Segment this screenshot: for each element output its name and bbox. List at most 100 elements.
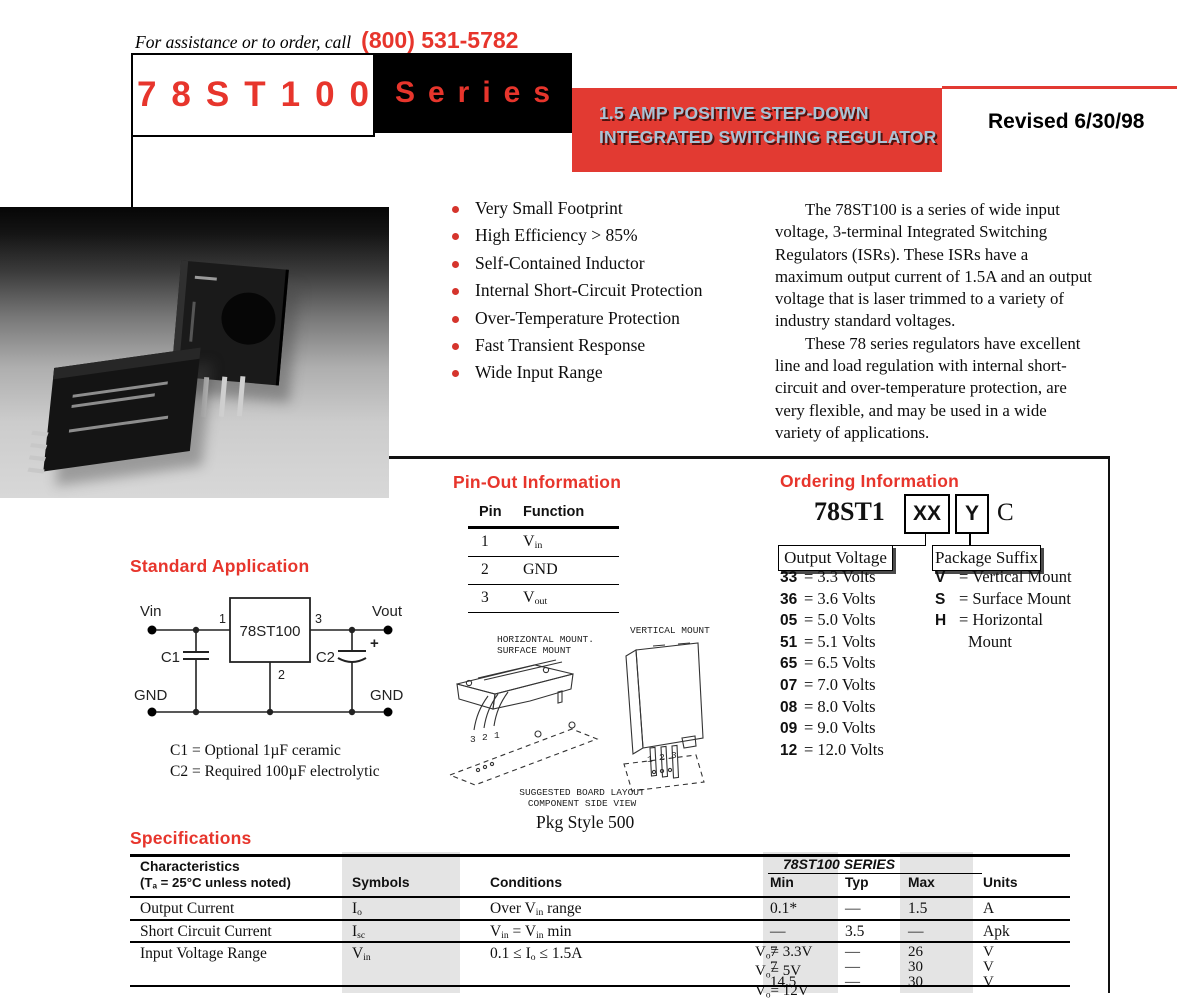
- section-frame-top: [389, 456, 1110, 459]
- plus-sign: +: [370, 635, 379, 652]
- units-header: Units: [983, 875, 1018, 890]
- voltage-option: 65= 6.5 Volts: [780, 653, 876, 673]
- voltage-option: 36= 3.6 Volts: [780, 588, 876, 608]
- function-col-header: Function: [523, 504, 585, 520]
- header-rule: [942, 86, 1177, 89]
- description: The 78ST100 is a series of wide input vo…: [775, 199, 1095, 444]
- package-drawings: HORIZONTAL MOUNT. SURFACE MOUNT VERTICAL…: [448, 625, 710, 809]
- svg-text:2: 2: [659, 752, 665, 763]
- package-style-label: Pkg Style 500: [536, 812, 635, 832]
- feature-item: Self-Contained Inductor: [452, 253, 762, 274]
- electrolytic-cap-plate: [337, 657, 367, 663]
- bullet-icon: [452, 370, 459, 378]
- feature-item: Over-Temperature Protection: [452, 308, 762, 329]
- svg-text:1: 1: [494, 730, 500, 741]
- suffix-option-cont: Mount: [968, 631, 1013, 651]
- feature-item: Wide Input Range: [452, 362, 762, 383]
- voltage-option: 12= 12.0 Volts: [780, 739, 884, 759]
- module-pin: [30, 442, 48, 449]
- vmount-pin: [671, 744, 680, 779]
- voltage-option: 05= 5.0 Volts: [780, 610, 876, 630]
- horizontal-mount-label: HORIZONTAL MOUNT.: [497, 634, 594, 645]
- ordering-heading: Ordering Information: [780, 471, 959, 491]
- module-pin: [236, 376, 246, 417]
- page-title: 78ST100: [136, 75, 385, 114]
- assistance-text: For assistance or to order, call: [135, 32, 352, 52]
- gnd-right-label: GND: [370, 687, 404, 704]
- gnd-left-label: GND: [134, 687, 168, 704]
- characteristics-header: Characteristics: [140, 859, 240, 874]
- vmount-pin: [660, 745, 669, 778]
- output-voltage-tag: Output Voltage: [778, 545, 893, 571]
- module-pin: [27, 467, 45, 474]
- vmount-front-face: [635, 642, 704, 749]
- part-number-prefix: 78ST1: [814, 497, 885, 526]
- part-number-suffix-box: Y: [955, 494, 989, 534]
- suffix-option: S= Surface Mount: [935, 588, 1071, 608]
- svg-text:1: 1: [647, 754, 653, 765]
- min-header: Min: [770, 875, 794, 890]
- suffix-connector-line: [969, 532, 971, 545]
- module-pin: [200, 376, 210, 418]
- vmount-board-outline: [623, 754, 705, 792]
- spec-row-condition: 0.1 ≤ Io ≤ 1.5A: [490, 945, 583, 963]
- revision-date: Revised 6/30/98: [988, 110, 1145, 133]
- typ-values: ———: [845, 944, 860, 990]
- c1-label: C1: [161, 649, 180, 666]
- c1-note: C1 = Optional 1µF ceramic: [170, 742, 341, 759]
- capacitor-notes: C1 = Optional 1µF ceramic C2 = Required …: [170, 741, 380, 782]
- max-column-band: [900, 852, 973, 993]
- assistance-line: For assistance or to order, call (800) 5…: [135, 27, 518, 54]
- subtitle-line-1: 1.5 AMP POSITIVE STEP-DOWN: [599, 103, 869, 123]
- module-pin: [28, 455, 46, 462]
- vertical-mount-label: VERTICAL MOUNT: [630, 625, 710, 636]
- surface-mount-label: SURFACE MOUNT: [497, 645, 571, 656]
- vout-label: Vout: [372, 603, 403, 620]
- standard-application-heading: Standard Application: [130, 556, 310, 576]
- feature-item: Fast Transient Response: [452, 335, 762, 356]
- subtitle-line-2: INTEGRATED SWITCHING REGULATOR: [599, 127, 937, 147]
- max-header: Max: [908, 875, 935, 890]
- svg-text:3: 3: [671, 750, 677, 761]
- pinout-row: 1 Vin: [468, 529, 619, 557]
- symbols-header: Symbols: [352, 875, 410, 890]
- series-box: Series: [373, 53, 572, 133]
- series-column-header: 78ST100 SERIES: [783, 856, 896, 872]
- part-number-c: C: [997, 499, 1014, 526]
- description-para-2: These 78 series regulators have excellen…: [775, 333, 1081, 442]
- min-column-band: [763, 852, 838, 993]
- pinout-header-row: Pin Function: [468, 501, 619, 529]
- typ-header: Typ: [845, 875, 869, 890]
- spec-row-symbol: Io: [352, 900, 362, 918]
- chip-label: 78ST100: [240, 623, 301, 640]
- characteristics-subheader: (Ta = 25°C unless noted): [140, 875, 291, 891]
- phone-number: (800) 531-5782: [361, 27, 519, 53]
- spec-row-name: Short Circuit Current: [140, 923, 272, 940]
- section-frame-right: [1108, 456, 1110, 993]
- voltage-connector-line: [890, 532, 926, 546]
- product-module-horizontal: [27, 347, 201, 474]
- pin1-label: 1: [219, 612, 226, 626]
- feature-item: Very Small Footprint: [452, 198, 762, 219]
- gnd-terminal: [383, 707, 393, 717]
- pin-col-header: Pin: [479, 504, 502, 520]
- bullet-icon: [452, 206, 459, 213]
- package-suffix-list: V= Vertical Mount S= Surface Mount H= Ho…: [935, 567, 1072, 653]
- hmount-pin: [493, 691, 509, 727]
- title-box: 78ST100: [131, 53, 375, 137]
- suffix-option: H= Horizontal: [935, 610, 1043, 630]
- title-divider: [131, 133, 133, 207]
- specifications-table: 78ST100 SERIES Characteristics (Ta = 25°…: [130, 848, 1070, 1000]
- board-layout-note-1: SUGGESTED BOARD LAYOUT: [519, 787, 645, 798]
- bullet-icon: [452, 315, 459, 323]
- module-pin: [218, 376, 228, 417]
- svg-text:2: 2: [482, 732, 488, 743]
- subtitle-banner: 1.5 AMP POSITIVE STEP-DOWN INTEGRATED SW…: [572, 88, 942, 172]
- output-voltage-list: 33= 3.3 Volts 36= 3.6 Volts 05= 5.0 Volt…: [780, 567, 884, 761]
- package-suffix-tag: Package Suffix: [932, 545, 1041, 571]
- spec-row-name: Output Current: [140, 900, 235, 917]
- feature-item: Internal Short-Circuit Protection: [452, 280, 762, 301]
